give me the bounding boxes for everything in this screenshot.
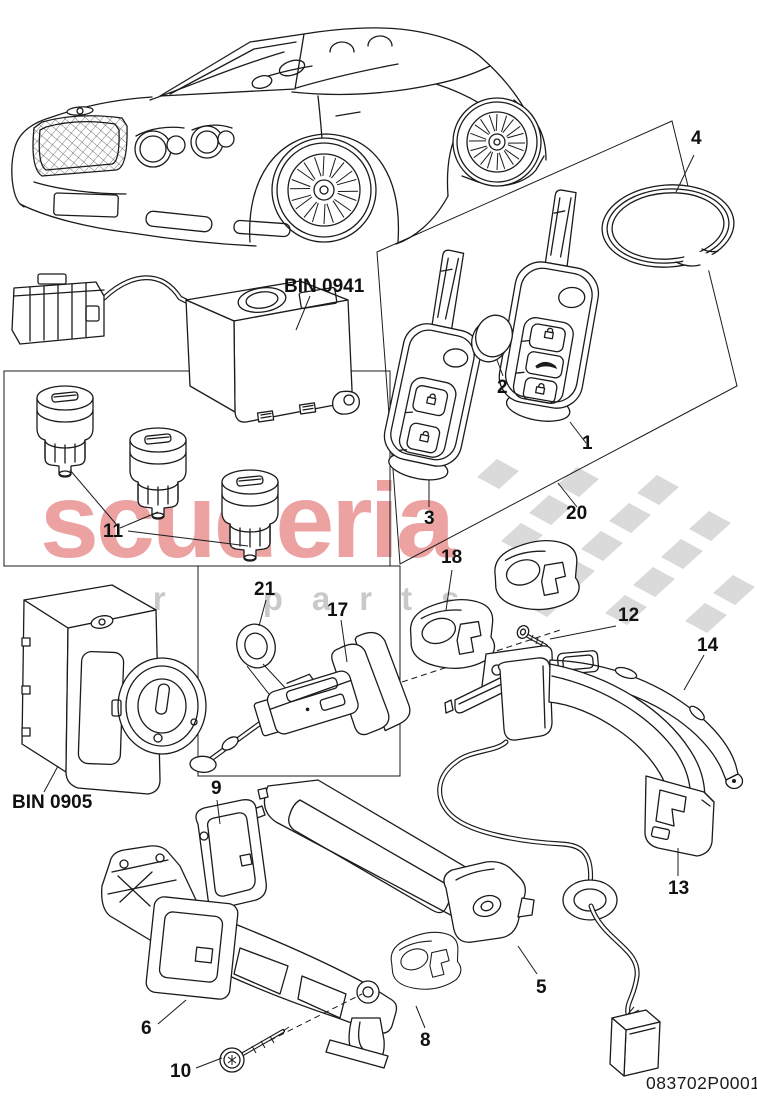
handle-end-5 xyxy=(443,860,535,943)
callout-9: 9 xyxy=(211,778,222,799)
callout-17: 17 xyxy=(327,600,349,621)
cap-8 xyxy=(388,929,464,994)
callout-4: 4 xyxy=(691,128,702,149)
front-wheel-icon xyxy=(271,137,377,243)
callout-14: 14 xyxy=(697,635,719,656)
drawing-code: 083702P0001 xyxy=(646,1073,757,1093)
key-battery-2 xyxy=(471,314,513,363)
callout-13: 13 xyxy=(668,878,690,899)
screw-12 xyxy=(516,625,548,648)
washer-ring-21 xyxy=(236,623,276,669)
callout-5: 5 xyxy=(536,977,547,998)
callout-bin-0905: BIN 0905 xyxy=(12,792,93,813)
alarm-horn-bin0941 xyxy=(11,273,360,423)
lock-cylinder-icon xyxy=(36,385,94,478)
callout-12: 12 xyxy=(618,605,640,626)
remote-key-3 xyxy=(383,249,482,481)
callout-1: 1 xyxy=(582,433,593,454)
door-handle-13 xyxy=(437,657,715,1077)
key-ring-4 xyxy=(601,184,735,272)
callout-2: 2 xyxy=(497,377,508,398)
grille-icon xyxy=(32,106,128,177)
callout-6: 6 xyxy=(141,1018,152,1039)
callout-bin-0941: BIN 0941 xyxy=(284,276,365,297)
door-lock-box xyxy=(197,565,401,777)
front-bumper-details xyxy=(33,181,291,238)
callout-3: 3 xyxy=(424,508,435,529)
callout-18: 18 xyxy=(441,547,463,568)
callout-21: 21 xyxy=(254,579,276,600)
screw-10 xyxy=(219,1026,290,1073)
callout-20: 20 xyxy=(566,503,588,524)
headlights-icon xyxy=(134,124,235,168)
rear-wheel-icon xyxy=(452,97,542,187)
callout-10: 10 xyxy=(170,1061,192,1082)
steering-lock-bin0905 xyxy=(21,584,207,795)
connector-plug-icon xyxy=(11,273,105,345)
cable-connector xyxy=(609,1006,661,1077)
gasket-9 xyxy=(195,799,267,910)
cable-grommet xyxy=(562,879,618,921)
leader-lines xyxy=(43,154,705,1069)
door-lock-cylinder-17 xyxy=(189,631,411,773)
handle-cap-18a xyxy=(408,597,496,671)
car-illustration xyxy=(11,27,547,247)
handle-cap-18b xyxy=(492,538,581,613)
callout-8: 8 xyxy=(420,1030,431,1051)
callout-11: 11 xyxy=(103,521,124,542)
remote-key-1 xyxy=(498,189,600,422)
carrier-bracket-6 xyxy=(101,845,398,1069)
lock-cylinder-set-11 xyxy=(36,385,279,562)
handle-end-block xyxy=(644,775,715,857)
